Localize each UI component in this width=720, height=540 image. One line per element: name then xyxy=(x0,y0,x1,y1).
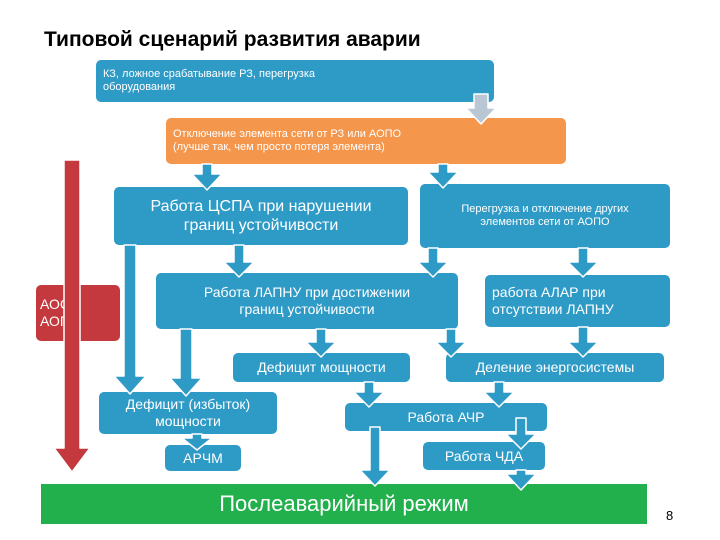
node-archm-label: АРЧМ xyxy=(183,449,223,466)
node-chda: Работа ЧДА xyxy=(423,442,545,470)
node-disconnect-label: Отключение элемента сети от РЗ или АОПО … xyxy=(173,127,402,153)
node-deficit-surplus: Дефицит (избыток) мощности xyxy=(99,392,277,434)
arrow-disconnect-to-overload xyxy=(427,163,459,189)
node-chda-label: Работа ЧДА xyxy=(444,447,524,464)
node-disconnect: Отключение элемента сети от РЗ или АОПО … xyxy=(166,118,566,164)
arrow-lapnu-to-division xyxy=(435,328,467,358)
arrow-red-vertical xyxy=(53,159,91,473)
node-division-label: Деление энергосистемы xyxy=(475,359,635,376)
node-division: Деление энергосистемы xyxy=(446,353,664,382)
node-overload-label: Перегрузка и отключение других элементов… xyxy=(461,202,629,228)
node-achr-label: Работа АЧР xyxy=(407,408,485,425)
arrow-achr-to-chda xyxy=(505,417,537,450)
arrow-lapnu-to-deficit-power xyxy=(305,328,337,358)
arrow-kz-to-disconnect xyxy=(465,93,497,125)
node-deficit-power: Дефицит мощности xyxy=(233,353,410,382)
arrow-achr-to-postaccident xyxy=(359,426,391,487)
node-alar-label: работа АЛАР при отсутствии ЛАПНУ xyxy=(492,284,614,317)
node-postaccident-label: Послеаварийный режим xyxy=(219,490,469,516)
node-deficit-power-label: Дефицит мощности xyxy=(257,359,386,376)
node-lapnu: Работа ЛАПНУ при достижении границ устой… xyxy=(156,273,458,329)
node-cspa: Работа ЦСПА при нарушении границ устойчи… xyxy=(114,187,408,245)
arrow-cspa-to-deficit-surplus xyxy=(113,244,147,395)
arrow-deficit-surplus-to-archm xyxy=(181,433,213,451)
node-overload: Перегрузка и отключение других элементов… xyxy=(420,184,670,248)
arrow-lapnu-to-deficit-surplus xyxy=(169,328,203,397)
node-kz: КЗ, ложное срабатывание РЗ, перегрузка о… xyxy=(96,60,494,102)
arrow-cspa-to-lapnu xyxy=(223,244,255,278)
node-lapnu-label: Работа ЛАПНУ при достижении границ устой… xyxy=(203,284,411,317)
node-deficit-surplus-label: Дефицит (избыток) мощности xyxy=(125,396,251,429)
node-cspa-label: Работа ЦСПА при нарушении границ устойчи… xyxy=(150,197,372,234)
node-postaccident: Послеаварийный режим xyxy=(41,484,647,524)
slide-title: Типовой сценарий развития аварии xyxy=(44,28,421,51)
arrow-chda-to-postaccident xyxy=(505,469,537,491)
arrow-deficit-power-to-achr xyxy=(353,381,385,408)
page-number: 8 xyxy=(666,508,674,523)
arrow-division-to-achr xyxy=(483,381,515,408)
node-archm: АРЧМ xyxy=(165,445,241,471)
arrow-overload-to-alar xyxy=(567,247,599,278)
node-kz-label: КЗ, ложное срабатывание РЗ, перегрузка о… xyxy=(103,67,316,93)
arrow-overload-to-lapnu xyxy=(417,247,449,278)
arrow-disconnect-to-cspa xyxy=(191,163,223,191)
node-alar: работа АЛАР при отсутствии ЛАПНУ xyxy=(485,275,670,327)
arrow-alar-to-division xyxy=(567,326,599,358)
